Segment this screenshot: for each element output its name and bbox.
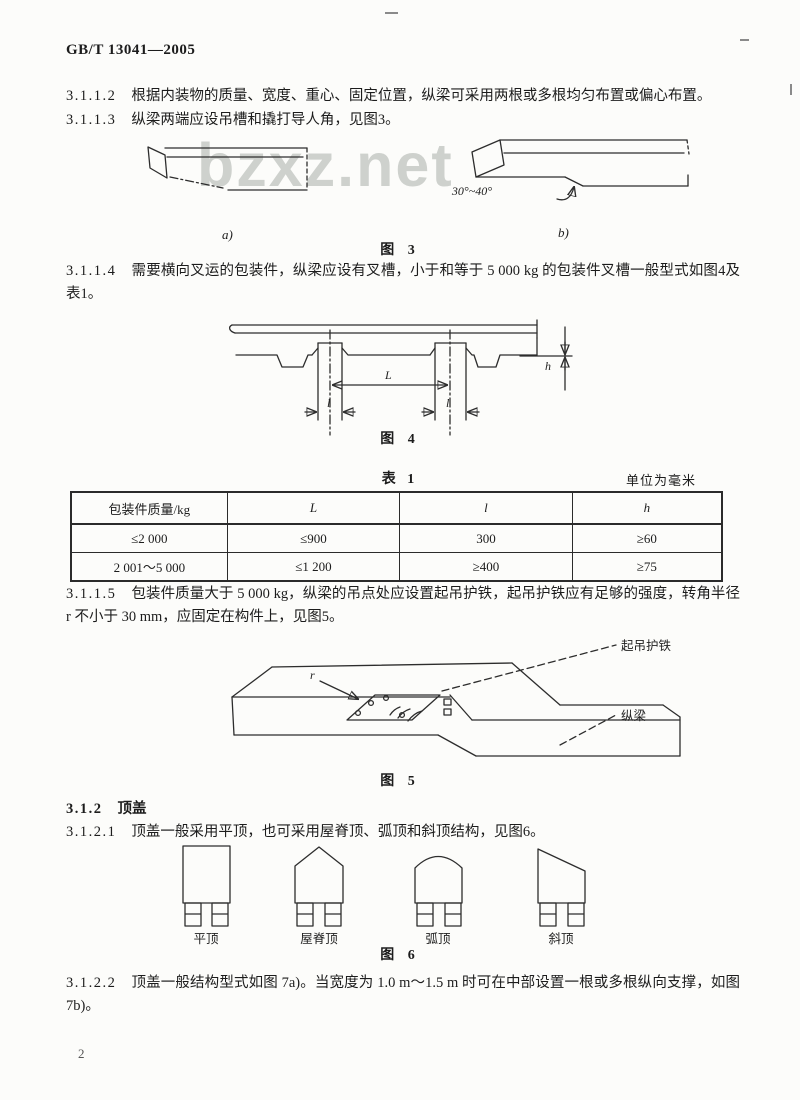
table-header-row: 包装件质量/kg L l h	[70, 491, 723, 525]
table-1-title: 表 1	[381, 472, 419, 487]
table-cell: ≥75	[571, 552, 723, 582]
column-header: L	[226, 491, 401, 525]
table-cell: ≤1 200	[226, 552, 401, 582]
flat-top-box	[182, 845, 231, 927]
clause-text: 纵梁两端应设吊槽和撬打导人角，见图3。	[131, 112, 400, 128]
clause-number: 3.1.2.1	[66, 824, 117, 840]
longitudinal-beam-label: 纵梁	[621, 708, 647, 723]
clause-text: 顶盖	[117, 801, 147, 817]
beam-isometric-outline	[231, 662, 681, 757]
fork-slot-beam-profile	[228, 319, 538, 421]
figure-3a-label: a)	[222, 227, 233, 242]
clause-text: 顶盖一般结构型式如图 7a)。当宽度为 1.0 m～1.5 m 时可在中部设置一…	[66, 975, 740, 1014]
dim-l-label: l	[446, 396, 450, 410]
lifting-plate	[346, 694, 452, 722]
scan-mark	[740, 39, 749, 41]
figure-6-caption: 图 6	[380, 948, 420, 963]
leader-lines	[319, 644, 617, 746]
table-row: ≤2 000 ≤900 300 ≥60	[70, 523, 723, 553]
clause-3-1-2: 3.1.2 顶盖	[66, 798, 740, 821]
clause-text: 包装件质量大于 5 000 kg，纵梁的吊点处应设置起吊护铁，起吊护铁应有足够的…	[66, 586, 740, 625]
slope-top-box	[537, 848, 586, 927]
arc-top-label: 弧顶	[425, 932, 451, 946]
centerlines	[329, 329, 451, 436]
table-cell: ≤900	[226, 523, 401, 553]
clause-text: 需要横向叉运的包装件，纵梁应设有叉槽，小于和等于 5 000 kg 的包装件叉槽…	[66, 263, 740, 302]
watermark-text: bzxz.net	[197, 131, 454, 199]
table-cell: 300	[399, 523, 573, 553]
ridge-top-box	[294, 846, 344, 927]
clause-3-1-1-2: 3.1.1.2 根据内装物的质量、宽度、重心、固定位置，纵梁可采用两根或多根均匀布…	[66, 85, 740, 108]
column-header: l	[399, 491, 573, 525]
table-1: 包装件质量/kg L l h ≤2 000 ≤900 300 ≥60 2 001…	[70, 491, 723, 582]
figure-3-drawing: 30°~40°	[147, 139, 690, 201]
table-cell: ≥60	[571, 523, 723, 553]
clause-number: 3.1.1.5	[66, 586, 117, 602]
table-row: 2 001～5 000 ≤1 200 ≥400 ≥75	[70, 552, 723, 582]
figure-3b-label: b)	[558, 225, 569, 240]
clause-text: 根据内装物的质量、宽度、重心、固定位置，纵梁可采用两根或多根均匀布置或偏心布置。	[131, 88, 712, 104]
column-header: h	[571, 491, 723, 525]
dim-h-label: h	[545, 359, 551, 373]
arc-top-box	[414, 855, 463, 927]
radius-r-label: r	[310, 668, 315, 682]
clause-number: 3.1.2	[66, 801, 103, 817]
figure-4-caption: 图 4	[380, 432, 420, 447]
beam-a-outline	[147, 146, 308, 191]
dim-l-label: l	[327, 396, 331, 410]
clause-number: 3.1.2.2	[66, 975, 117, 991]
clause-3-1-1-3: 3.1.1.3 纵梁两端应设吊槽和撬打导人角，见图3。	[66, 109, 740, 132]
beam-b-outline	[471, 139, 690, 201]
lifting-plate-label: 起吊护铁	[621, 639, 672, 653]
scan-mark	[385, 12, 398, 14]
dimension-lines	[304, 326, 573, 412]
table-cell: 2 001～5 000	[70, 552, 228, 582]
table-cell: ≥400	[399, 552, 573, 582]
ridge-top-label: 屋脊顶	[300, 932, 338, 946]
dim-L-label: L	[384, 368, 392, 382]
angle-label: 30°~40°	[451, 184, 492, 198]
figure-5-caption: 图 5	[380, 774, 420, 789]
figure-4-drawing: L l l h	[228, 319, 573, 436]
page-number: 2	[78, 1046, 85, 1061]
table-cell: ≤2 000	[70, 523, 228, 553]
clause-number: 3.1.1.2	[66, 88, 117, 104]
doc-number: GB/T 13041—2005	[66, 42, 196, 58]
figure-3-caption: 图 3	[380, 243, 420, 258]
figure-6-drawing: 平顶 屋脊顶 弧顶 斜顶	[182, 845, 586, 946]
scan-mark	[790, 84, 792, 95]
clause-3-1-2-1: 3.1.2.1 顶盖一般采用平顶，也可采用屋脊顶、弧顶和斜顶结构，见图6。	[66, 821, 740, 844]
column-header: 包装件质量/kg	[70, 491, 228, 525]
clause-number: 3.1.1.4	[66, 263, 117, 279]
figure-5-drawing: r 起吊护铁 纵梁	[231, 639, 681, 757]
flat-top-label: 平顶	[193, 932, 219, 946]
clause-text: 顶盖一般采用平顶，也可采用屋脊顶、弧顶和斜顶结构，见图6。	[131, 824, 545, 840]
table-1-unit-note: 单位为毫米	[625, 473, 696, 488]
slope-top-label: 斜顶	[548, 932, 574, 946]
clause-number: 3.1.1.3	[66, 112, 117, 128]
